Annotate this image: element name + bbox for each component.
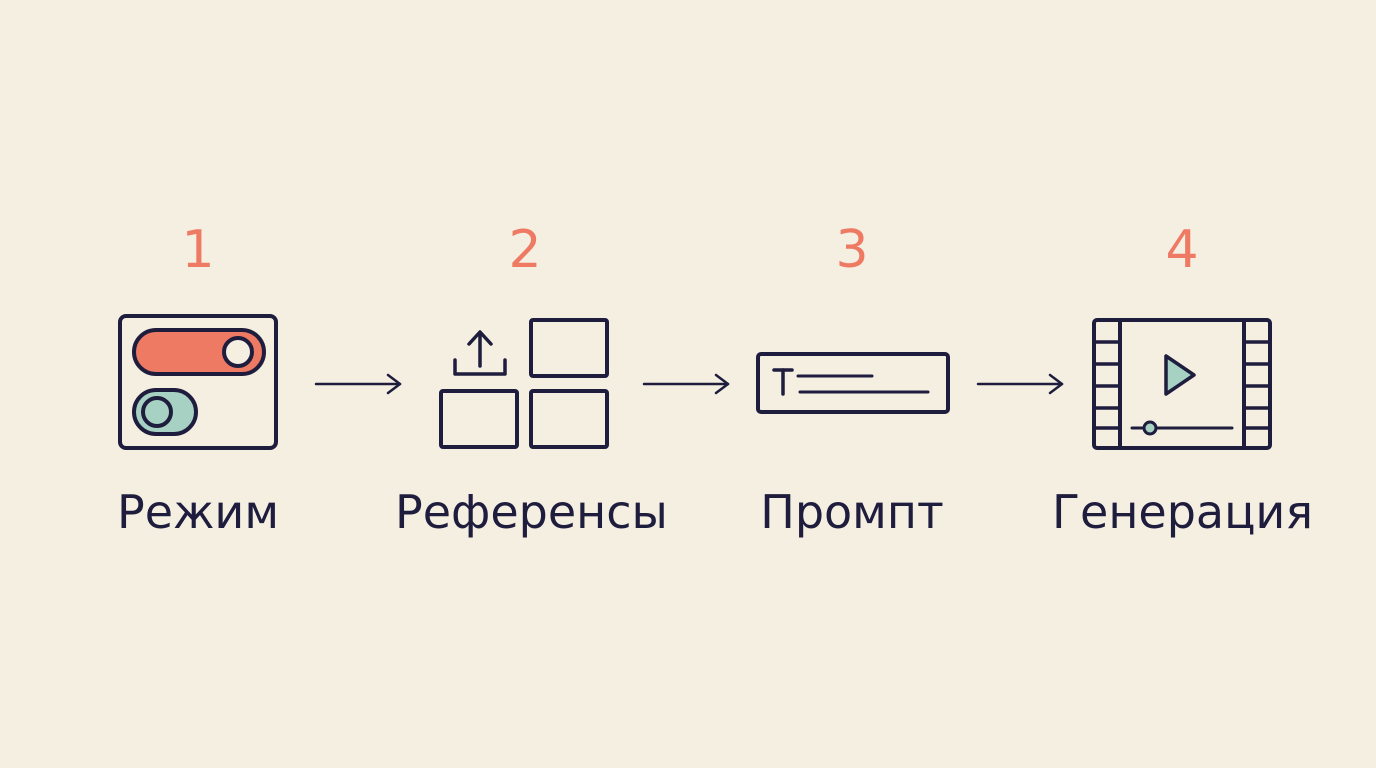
text-prompt-icon — [756, 352, 950, 414]
video-film-icon — [1092, 318, 1272, 450]
step-label: Генерация — [1052, 485, 1313, 539]
arrow-icon — [642, 373, 730, 395]
step-number: 1 — [181, 220, 215, 280]
arrow-icon — [976, 373, 1064, 395]
step-label: Референсы — [395, 485, 668, 539]
step-label: Режим — [116, 485, 280, 539]
step-mode: 1 Режим — [68, 0, 328, 768]
upload-grid-icon — [439, 318, 609, 449]
step-number: 2 — [508, 220, 542, 280]
step-number: 4 — [1165, 220, 1199, 280]
step-label: Промпт — [760, 485, 944, 539]
step-number: 3 — [835, 220, 869, 280]
arrow-icon — [314, 373, 402, 395]
step-prompt: 3 Промпт — [722, 0, 982, 768]
step-references: 2 Референсы — [395, 0, 668, 768]
step-generation: 4 Генерация — [1052, 0, 1313, 768]
toggle-switches-icon — [118, 314, 278, 450]
